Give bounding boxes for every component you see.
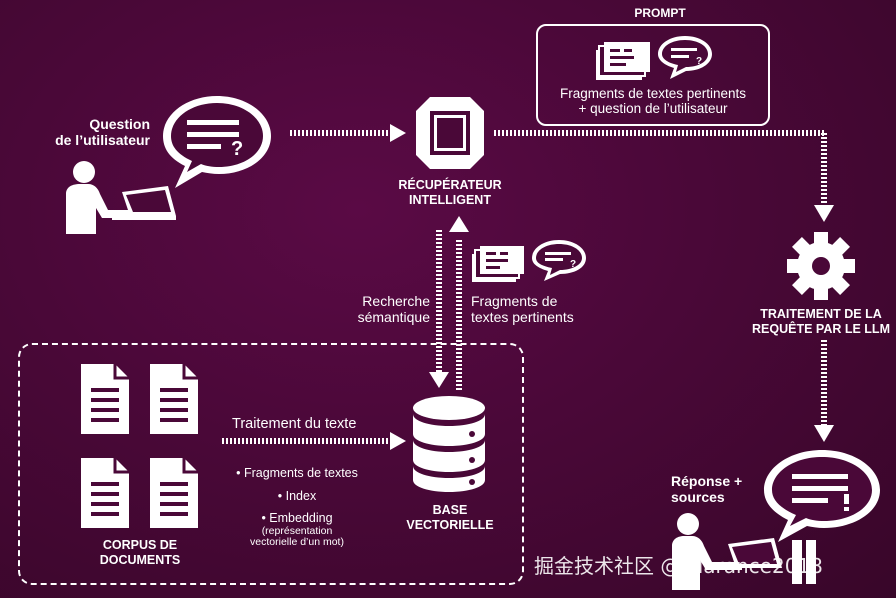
- user-question-label-2: de l’utilisateur: [55, 132, 150, 148]
- prompt-box: [536, 24, 770, 126]
- text-processing-title: Traitement du texte: [232, 416, 357, 432]
- retriever-label-1: RÉCUPÉRATEUR: [398, 178, 502, 192]
- user-laptop-icon: [672, 513, 816, 590]
- svg-text:?: ?: [696, 56, 702, 67]
- user-laptop-icon: [66, 161, 176, 234]
- document-icon: [81, 364, 129, 434]
- fragments-document-icon: [472, 246, 524, 282]
- user-question-label-1: Question: [89, 116, 150, 132]
- llm-label-1: TRAITEMENT DE LA: [760, 307, 882, 321]
- watermark-text: 掘金技术社区 @ clarance2018: [534, 554, 823, 578]
- fragments-bubble-icon: ?: [532, 240, 586, 281]
- processing-item-fragments: • Fragments de textes: [236, 466, 358, 480]
- llm-label-2: REQUÊTE PAR LE LLM: [752, 322, 890, 336]
- speech-bubble-icon: ?: [658, 36, 712, 79]
- document-stack-icon: [596, 42, 650, 80]
- document-icon: [81, 458, 129, 528]
- prompt-line2: + question de l’utilisateur: [578, 101, 728, 116]
- prompt-title: PROMPT: [634, 6, 686, 20]
- relevant-fragments-label-1: Fragments de: [471, 293, 558, 309]
- question-bubble-icon: ?: [163, 96, 271, 188]
- svg-text:?: ?: [570, 259, 576, 270]
- processing-embedding-desc-1: (représentation: [261, 525, 333, 537]
- processing-item-index: • Index: [277, 489, 317, 503]
- response-label-1: Réponse +: [671, 473, 743, 489]
- response-bubble-icon: [764, 450, 880, 542]
- gear-icon: [787, 232, 855, 300]
- response-label-2: sources: [671, 489, 725, 505]
- corpus-label-2: DOCUMENTS: [99, 553, 181, 567]
- vector-db-label-2: VECTORIELLE: [406, 518, 494, 532]
- semantic-search-label-1: Recherche: [362, 293, 430, 309]
- retriever-chip-icon: [416, 97, 484, 169]
- corpus-box: [18, 343, 524, 585]
- processing-item-embedding: • Embedding: [261, 511, 333, 525]
- document-icon: [150, 458, 198, 528]
- retriever-label-2: INTELLIGENT: [409, 193, 491, 207]
- corpus-label-1: CORPUS DE: [102, 538, 178, 552]
- relevant-fragments-label-2: textes pertinents: [471, 309, 574, 325]
- prompt-line1: Fragments de textes pertinents: [559, 86, 747, 101]
- document-icon: [150, 364, 198, 434]
- processing-embedding-desc-2: vectorielle d’un mot): [250, 536, 344, 548]
- semantic-search-label-2: sémantique: [357, 309, 430, 325]
- database-icon: [413, 396, 485, 492]
- svg-text:?: ?: [231, 138, 243, 160]
- vector-db-label-1: BASE: [432, 503, 468, 517]
